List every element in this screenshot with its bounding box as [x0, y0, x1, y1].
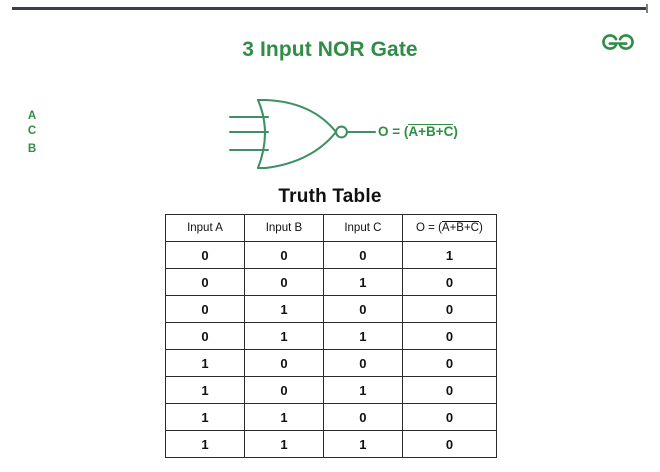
- table-row: 0 1 1 0: [165, 322, 498, 350]
- table-row: 0 1 0 0: [165, 295, 498, 323]
- cell-input-a: 0: [165, 322, 245, 350]
- cell-input-c: 1: [322, 376, 403, 404]
- cell-output: 0: [401, 430, 498, 458]
- table-row: 1 1 0 0: [165, 403, 498, 431]
- cell-output: 0: [401, 349, 498, 377]
- cell-input-b: 0: [243, 349, 324, 377]
- column-header-output: O = (A+B+C): [401, 214, 498, 242]
- geeksforgeeks-logo-icon: [596, 28, 640, 58]
- nor-gate-diagram: [190, 90, 500, 180]
- table-row: 0 0 1 0: [165, 268, 498, 296]
- output-expr-prefix: O = (: [378, 124, 409, 139]
- cell-input-b: 1: [243, 430, 324, 458]
- cell-input-c: 0: [322, 349, 403, 377]
- table-header-row: Input A Input B Input C O = (A+B+C): [165, 214, 498, 242]
- cell-input-b: 0: [243, 376, 324, 404]
- cell-input-c: 0: [322, 295, 403, 323]
- cell-input-b: 1: [243, 403, 324, 431]
- cell-input-a: 0: [165, 295, 245, 323]
- cell-input-b: 1: [243, 322, 324, 350]
- cell-output: 0: [401, 268, 498, 296]
- cell-output: 1: [401, 241, 498, 269]
- cell-output: 0: [401, 295, 498, 323]
- cell-input-c: 1: [322, 430, 403, 458]
- cell-input-b: 1: [243, 295, 324, 323]
- gate-back-arc: [256, 98, 266, 170]
- inversion-bubble: [335, 125, 348, 139]
- cell-input-b: 0: [243, 268, 324, 296]
- cell-input-a: 1: [165, 403, 245, 431]
- column-header-input-b: Input B: [243, 214, 324, 242]
- output-header-suffix: ): [478, 222, 483, 235]
- table-row: 0 0 0 1: [165, 241, 498, 269]
- cell-input-a: 1: [165, 376, 245, 404]
- cell-input-c: 1: [322, 322, 403, 350]
- truth-table-heading: Truth Table: [278, 186, 382, 207]
- gate-output-expression: O = (A+B+C): [378, 124, 458, 140]
- page-title: 3 Input NOR Gate: [242, 38, 418, 61]
- table-row: 1 0 0 0: [165, 349, 498, 377]
- output-expr-overbar-term: A+B+C: [408, 124, 454, 139]
- column-header-input-a: Input A: [165, 214, 245, 242]
- gate-body-outline: [256, 98, 338, 170]
- top-divider-rule: [12, 7, 648, 10]
- output-expr-suffix: ): [453, 124, 458, 139]
- gate-input-label-c: C: [27, 125, 37, 137]
- table-row: 1 0 1 0: [165, 376, 498, 404]
- cell-input-a: 1: [165, 430, 245, 458]
- cell-input-a: 1: [165, 349, 245, 377]
- cell-output: 0: [401, 322, 498, 350]
- gate-input-label-a: A: [27, 110, 37, 122]
- gate-input-label-b: B: [27, 143, 37, 155]
- cell-input-c: 0: [322, 241, 403, 269]
- column-header-input-c: Input C: [322, 214, 403, 242]
- truth-table: Input A Input B Input C O = (A+B+C) 0 0 …: [165, 214, 498, 458]
- cell-input-b: 0: [243, 241, 324, 269]
- cell-input-a: 0: [165, 241, 245, 269]
- output-header-prefix: O = (: [416, 222, 442, 235]
- cell-output: 0: [401, 376, 498, 404]
- cell-input-c: 0: [322, 403, 403, 431]
- output-header-overbar-term: A+B+C: [441, 221, 479, 235]
- cell-input-c: 1: [322, 268, 403, 296]
- cell-output: 0: [401, 403, 498, 431]
- top-divider-rule-cap: [646, 4, 648, 13]
- cell-input-a: 0: [165, 268, 245, 296]
- table-row: 1 1 1 0: [165, 430, 498, 458]
